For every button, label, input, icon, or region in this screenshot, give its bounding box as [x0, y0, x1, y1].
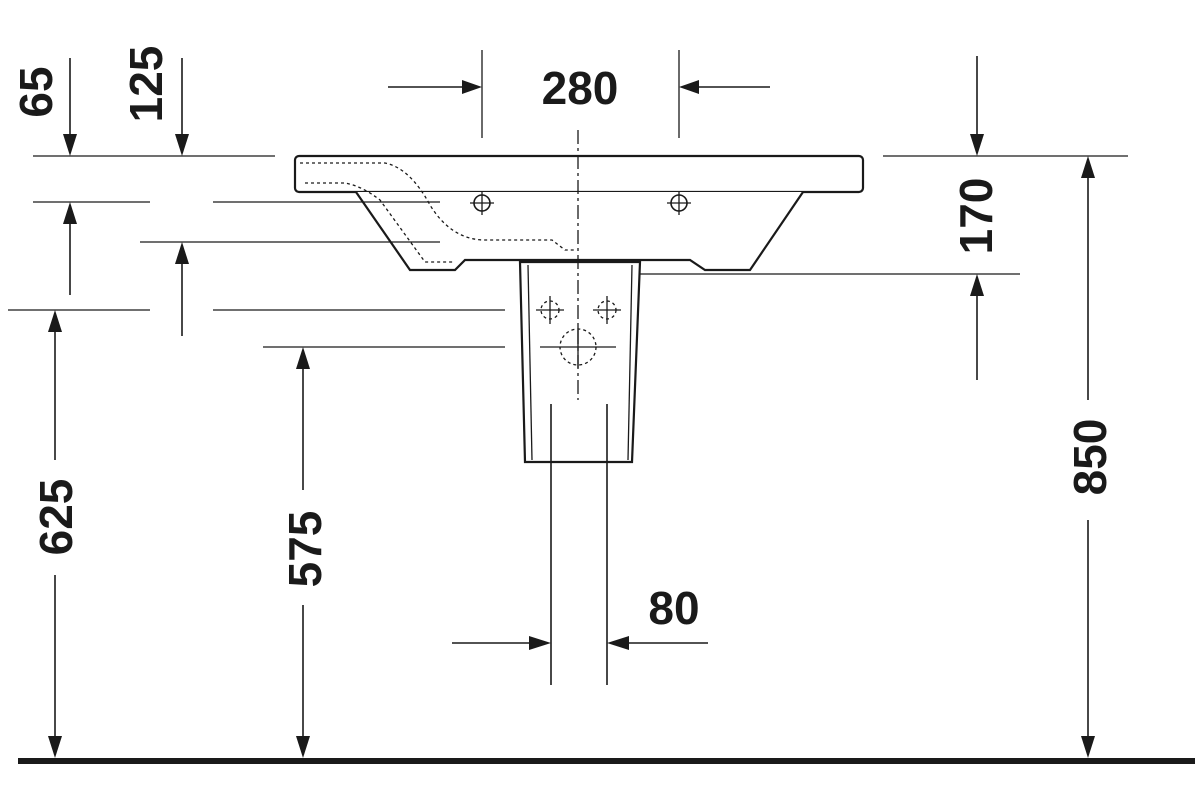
pedestal: [518, 260, 642, 464]
dim-625-arrows: [48, 310, 62, 758]
basin-rim: [293, 154, 865, 194]
dim-80-arrows: [452, 636, 708, 650]
dim-65-arrows: [63, 58, 77, 295]
dim-850-arrows: [1081, 156, 1095, 758]
tap-hole-left: [470, 191, 494, 215]
dim-label-850: 850: [1064, 419, 1116, 496]
dim-170-arrows: [970, 56, 984, 380]
fixing-hole-left: [536, 296, 564, 324]
dim-label-65: 65: [10, 66, 62, 117]
dim-125-arrows: [175, 58, 189, 336]
hidden-overflow-contour: [300, 162, 575, 263]
dim-575-arrows: [296, 347, 310, 758]
dim-label-625: 625: [30, 479, 82, 556]
washbasin: [293, 154, 865, 276]
extension-lines: [8, 50, 1128, 348]
dim-tap-spacing: [388, 80, 770, 94]
dim-label-280: 280: [542, 62, 619, 114]
dim-label-170: 170: [950, 178, 1002, 255]
fixing-hole-right: [593, 296, 621, 324]
tap-hole-right: [667, 191, 691, 215]
dim-label-575: 575: [279, 511, 331, 588]
dim-label-125: 125: [120, 46, 172, 123]
dim-label-80: 80: [648, 582, 699, 634]
